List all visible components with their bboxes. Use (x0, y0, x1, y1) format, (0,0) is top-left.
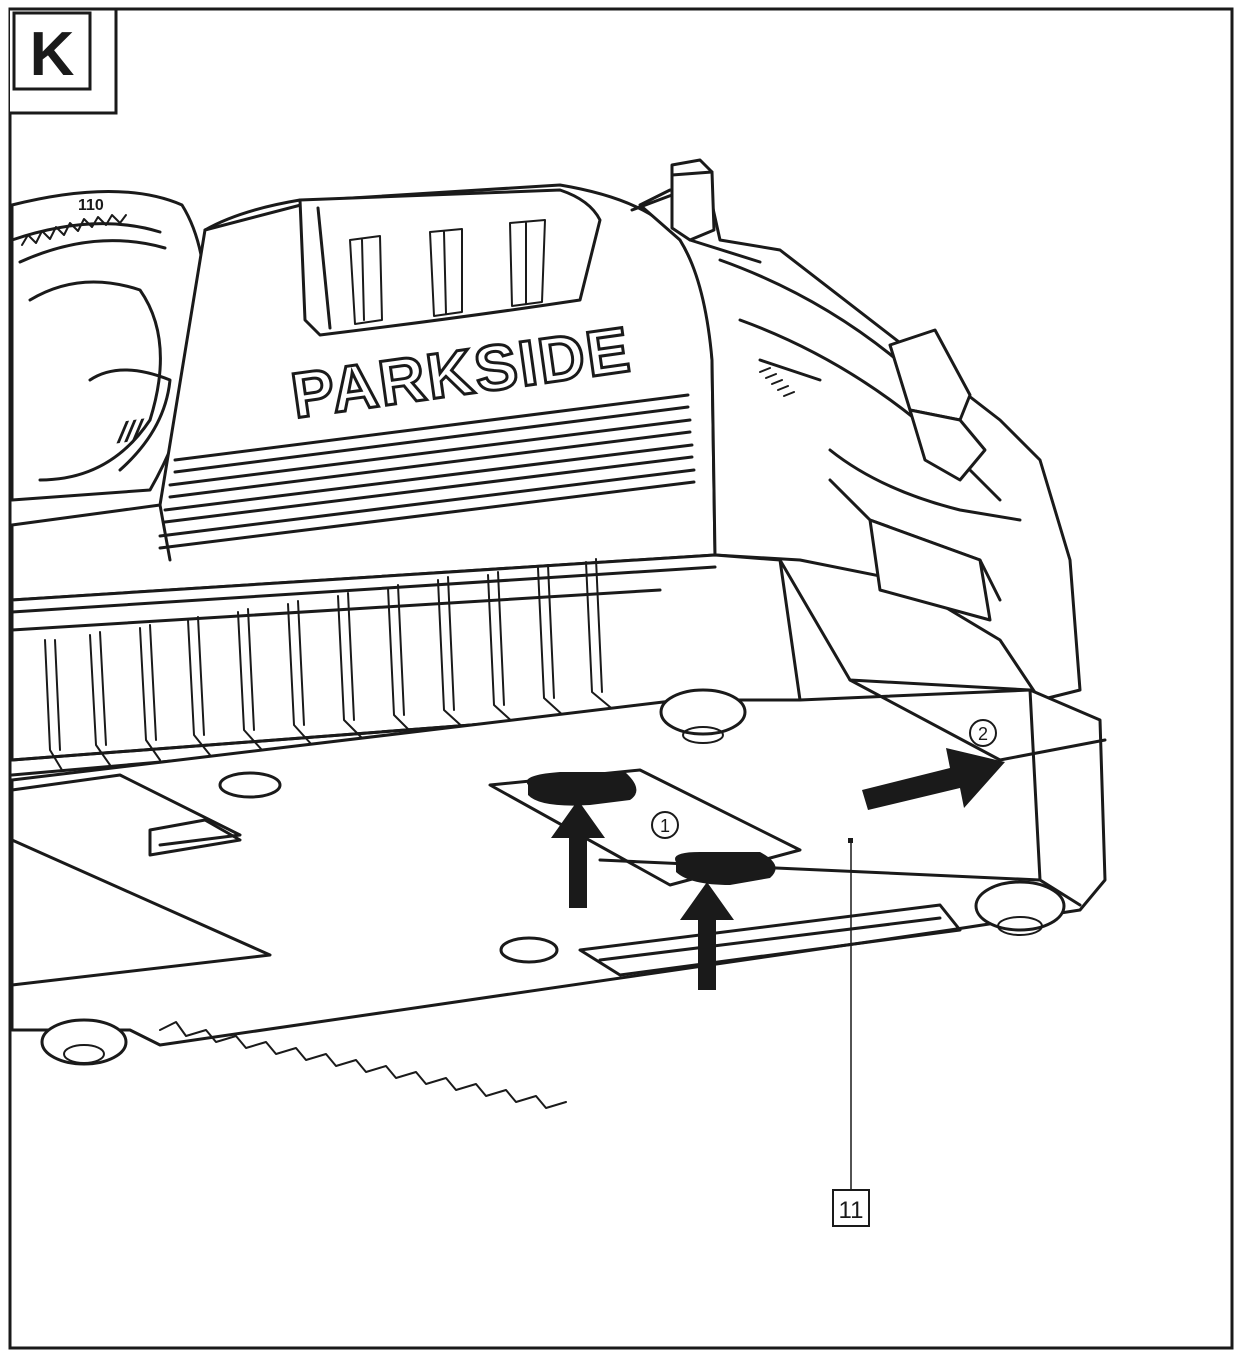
step-marker-1: 1 (651, 811, 679, 839)
panel-label: K (10, 7, 118, 115)
battery-slot-latches (349, 219, 546, 325)
rubber-feet (40, 688, 1066, 1066)
step-marker-2: 2 (969, 719, 997, 747)
top-vent-grooves (158, 393, 696, 550)
panel-letter: K (30, 20, 75, 89)
dial-label: 110 (78, 197, 104, 214)
arrow-up-left-icon (551, 800, 605, 908)
step-1-label: 1 (660, 816, 670, 836)
cooling-fins (44, 558, 617, 771)
figure-frame (8, 7, 1234, 1350)
instruction-arrows (551, 748, 1005, 990)
callout-11-label: 11 (839, 1197, 864, 1224)
charger-body: /// PARKSIDE (10, 183, 717, 602)
callout-11: 11 (832, 838, 870, 1227)
arrow-slide-icon (862, 748, 1005, 810)
wall-mount-straps (526, 772, 776, 885)
step-2-label: 2 (978, 724, 988, 744)
bottom-plate (10, 558, 1107, 1109)
charger-right-section (630, 158, 1082, 702)
speed-dial: 110 (10, 190, 208, 502)
arrow-up-right-icon (680, 882, 734, 990)
